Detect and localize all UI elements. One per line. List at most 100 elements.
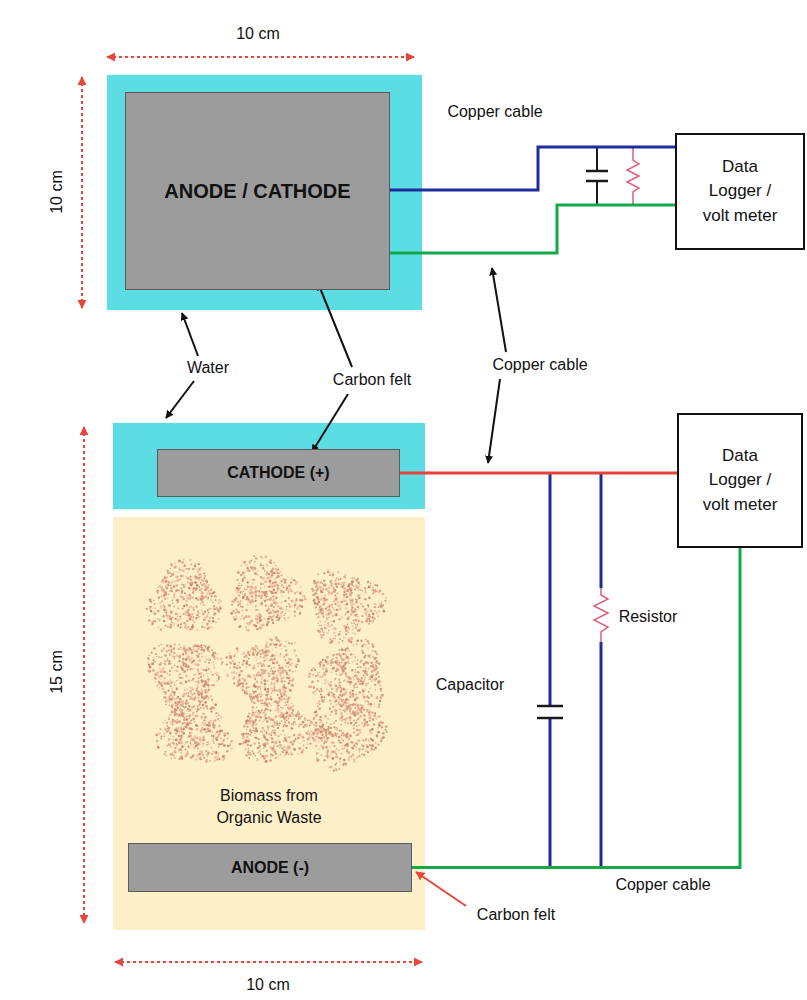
biomass-dot xyxy=(259,626,261,628)
biomass-dot xyxy=(154,661,156,663)
biomass-dot xyxy=(261,649,263,651)
biomass-dot xyxy=(185,568,187,570)
biomass-dot xyxy=(157,626,159,628)
biomass-dot xyxy=(257,628,259,630)
biomass-dot xyxy=(313,599,315,601)
biomass-dot xyxy=(304,596,306,598)
biomass-dot xyxy=(203,669,205,671)
biomass-dot xyxy=(154,613,156,615)
biomass-dot xyxy=(318,601,321,604)
biomass-dot xyxy=(150,610,153,613)
biomass-dot xyxy=(324,584,327,587)
biomass-dot xyxy=(199,707,201,709)
biomass-dot xyxy=(249,592,252,595)
biomass-dot xyxy=(250,589,252,591)
biomass-dot xyxy=(187,649,189,651)
biomass-dot xyxy=(166,673,168,675)
biomass-dot xyxy=(161,684,163,686)
biomass-dot xyxy=(251,693,253,695)
biomass-dot xyxy=(184,584,186,586)
biomass-dot xyxy=(201,679,203,681)
biomass-dot xyxy=(164,612,165,613)
biomass-dot xyxy=(231,604,233,606)
biomass-dot xyxy=(241,585,243,587)
biomass-dot xyxy=(288,603,290,605)
biomass-dot xyxy=(164,599,166,601)
biomass-dot xyxy=(195,696,197,698)
biomass-dot xyxy=(353,585,354,586)
biomass-dot xyxy=(245,616,247,618)
biomass-dot xyxy=(262,567,264,569)
biomass-dot xyxy=(359,623,361,625)
biomass-dot xyxy=(192,602,194,604)
biomass-dot xyxy=(368,586,371,589)
biomass-dot xyxy=(349,588,351,590)
biomass-dot xyxy=(317,598,320,601)
biomass-dot xyxy=(333,627,336,630)
biomass-dot xyxy=(242,610,243,611)
biomass-dot xyxy=(196,606,198,608)
biomass-dot xyxy=(173,585,176,588)
biomass-dot xyxy=(161,589,164,592)
biomass-dot xyxy=(185,600,187,602)
biomass-dot xyxy=(247,629,249,631)
biomass-dot xyxy=(177,613,179,615)
biomass-dot xyxy=(152,669,154,671)
biomass-dot xyxy=(357,623,359,625)
biomass-dot xyxy=(148,619,151,622)
biomass-dot xyxy=(201,625,203,627)
biomass-dot xyxy=(178,674,180,676)
biomass-dot xyxy=(365,619,368,622)
biomass-dot xyxy=(202,651,204,653)
biomass-dot xyxy=(363,587,364,588)
biomass-dot xyxy=(316,584,318,586)
biomass-dot xyxy=(332,574,334,576)
biomass-dot xyxy=(193,674,195,676)
biomass-dot xyxy=(259,615,262,618)
biomass-dot xyxy=(204,617,206,619)
biomass-dot xyxy=(340,578,342,580)
biomass-dot xyxy=(288,591,290,593)
biomass-dot xyxy=(195,576,198,579)
biomass-dot xyxy=(269,643,272,646)
biomass-dot xyxy=(154,677,156,679)
biomass-dot xyxy=(193,575,194,576)
biomass-dot xyxy=(351,612,353,614)
biomass-dot xyxy=(273,585,276,588)
biomass-dot xyxy=(198,616,200,618)
biomass-dot xyxy=(238,625,241,628)
biomass-dot xyxy=(182,608,184,610)
biomass-dot xyxy=(316,590,318,592)
biomass-dot xyxy=(208,657,211,660)
biomass-dot xyxy=(247,586,250,589)
biomass-dot xyxy=(213,667,215,669)
biomass-dot xyxy=(165,625,167,627)
biomass-dot xyxy=(148,670,151,673)
biomass-dot xyxy=(208,608,209,609)
biomass-dot xyxy=(181,596,183,598)
biomass-dot xyxy=(333,590,336,593)
biomass-dot xyxy=(261,709,263,711)
biomass-dot xyxy=(254,565,255,566)
biomass-dot xyxy=(198,563,200,565)
biomass-dot xyxy=(273,562,275,564)
biomass-dot xyxy=(172,704,175,707)
biomass-dot xyxy=(286,609,288,611)
biomass-dot xyxy=(192,624,194,626)
biomass-dot xyxy=(272,595,274,597)
biomass-dot xyxy=(364,608,367,611)
biomass-dot xyxy=(331,604,333,606)
biomass-dot xyxy=(234,653,236,655)
biomass-dot xyxy=(169,623,172,626)
biomass-dot xyxy=(343,636,345,638)
biomass-dot xyxy=(246,656,248,658)
biomass-dot xyxy=(177,572,179,574)
biomass-dot xyxy=(241,670,243,672)
biomass-dot xyxy=(289,669,291,671)
biomass-dot xyxy=(187,614,189,616)
biomass-dot xyxy=(243,617,245,619)
biomass-dot xyxy=(202,622,204,624)
biomass-dot xyxy=(161,650,163,652)
biomass-dot xyxy=(243,591,245,593)
biomass-dot xyxy=(270,687,272,689)
